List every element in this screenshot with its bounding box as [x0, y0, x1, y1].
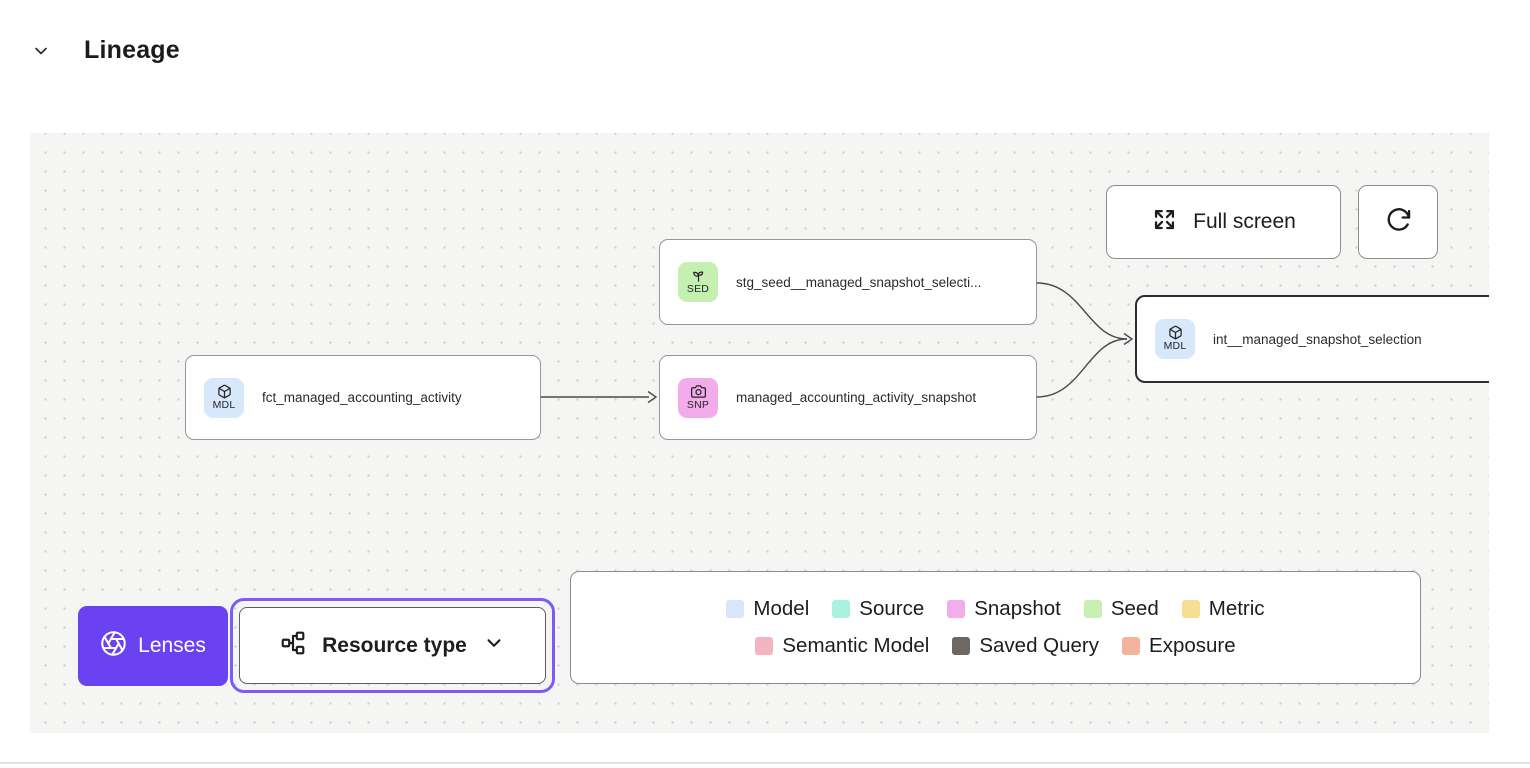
footer-divider — [0, 762, 1530, 764]
node-stg-seed-managed-snapshot-selection[interactable]: SED stg_seed__managed_snapshot_selecti..… — [659, 239, 1037, 325]
saved-query-swatch — [952, 637, 971, 655]
legend-label: Snapshot — [974, 597, 1061, 620]
badge-label: MDL — [212, 398, 236, 411]
node-label: fct_managed_accounting_activity — [262, 390, 462, 405]
legend-label: Seed — [1110, 597, 1159, 620]
seed-swatch — [1083, 600, 1102, 618]
source-swatch — [832, 600, 851, 618]
resource-type-legend: Model Source Snapshot Seed Metric — [570, 571, 1421, 684]
legend-label: Semantic Model — [782, 634, 930, 657]
legend-label: Model — [753, 597, 810, 620]
expand-icon — [1151, 206, 1178, 239]
legend-label: Exposure — [1149, 634, 1236, 657]
legend-label: Metric — [1208, 597, 1265, 620]
legend-row-1: Model Source Snapshot Seed Metric — [726, 597, 1265, 621]
badge-label: MDL — [1163, 340, 1187, 353]
hierarchy-icon — [280, 630, 306, 662]
seedling-icon — [691, 268, 706, 284]
refresh-icon — [1384, 207, 1412, 238]
full-screen-label: Full screen — [1193, 210, 1296, 233]
refresh-button[interactable] — [1358, 185, 1438, 259]
snapshot-swatch — [947, 600, 966, 618]
legend-item-seed: Seed — [1083, 597, 1159, 621]
resource-type-focus-ring: Resource type — [230, 598, 555, 693]
full-screen-button[interactable]: Full screen — [1106, 185, 1341, 259]
cube-icon — [1168, 325, 1183, 341]
seed-badge: SED — [678, 262, 718, 302]
semantic-model-swatch — [755, 637, 774, 655]
legend-item-snapshot: Snapshot — [947, 597, 1061, 621]
legend-item-saved-query: Saved Query — [952, 634, 1099, 658]
legend-item-exposure: Exposure — [1122, 634, 1236, 658]
node-label: managed_accounting_activity_snapshot — [736, 390, 977, 405]
node-fct-managed-accounting-activity[interactable]: MDL fct_managed_accounting_activity — [185, 355, 541, 440]
lenses-button[interactable]: Lenses — [78, 606, 228, 686]
badge-label: SED — [686, 283, 710, 296]
legend-item-source: Source — [832, 597, 924, 621]
cube-icon — [217, 384, 232, 400]
lenses-label: Lenses — [138, 634, 206, 657]
model-badge: MDL — [204, 377, 244, 418]
resource-type-label: Resource type — [322, 633, 467, 657]
legend-row-2: Semantic Model Saved Query Exposure — [755, 634, 1236, 658]
page-title: Lineage — [84, 36, 180, 64]
node-int-managed-snapshot-selection[interactable]: MDL int__managed_snapshot_selection — [1135, 295, 1489, 383]
node-managed-accounting-activity-snapshot[interactable]: SNP managed_accounting_activity_snapshot — [659, 355, 1037, 440]
aperture-icon — [100, 630, 127, 663]
metric-swatch — [1181, 600, 1200, 618]
legend-item-model: Model — [726, 597, 809, 621]
model-swatch — [726, 600, 745, 618]
exposure-swatch — [1122, 637, 1141, 655]
node-label: int__managed_snapshot_selection — [1213, 331, 1422, 347]
collapse-chevron-icon[interactable] — [30, 40, 52, 62]
legend-label: Saved Query — [979, 634, 1100, 657]
camera-icon — [690, 384, 706, 400]
legend-item-metric: Metric — [1181, 597, 1265, 621]
badge-label: SNP — [686, 398, 710, 411]
node-label: stg_seed__managed_snapshot_selecti... — [736, 274, 982, 290]
legend-label: Source — [859, 597, 925, 620]
lineage-section-header: Lineage — [30, 36, 180, 65]
snapshot-badge: SNP — [678, 377, 718, 418]
resource-type-dropdown[interactable]: Resource type — [239, 607, 546, 684]
chevron-down-icon — [483, 632, 505, 660]
model-badge: MDL — [1155, 319, 1195, 359]
legend-item-semantic-model: Semantic Model — [755, 634, 929, 658]
lineage-canvas[interactable]: Full screen MDL fct_manag — [30, 133, 1489, 733]
